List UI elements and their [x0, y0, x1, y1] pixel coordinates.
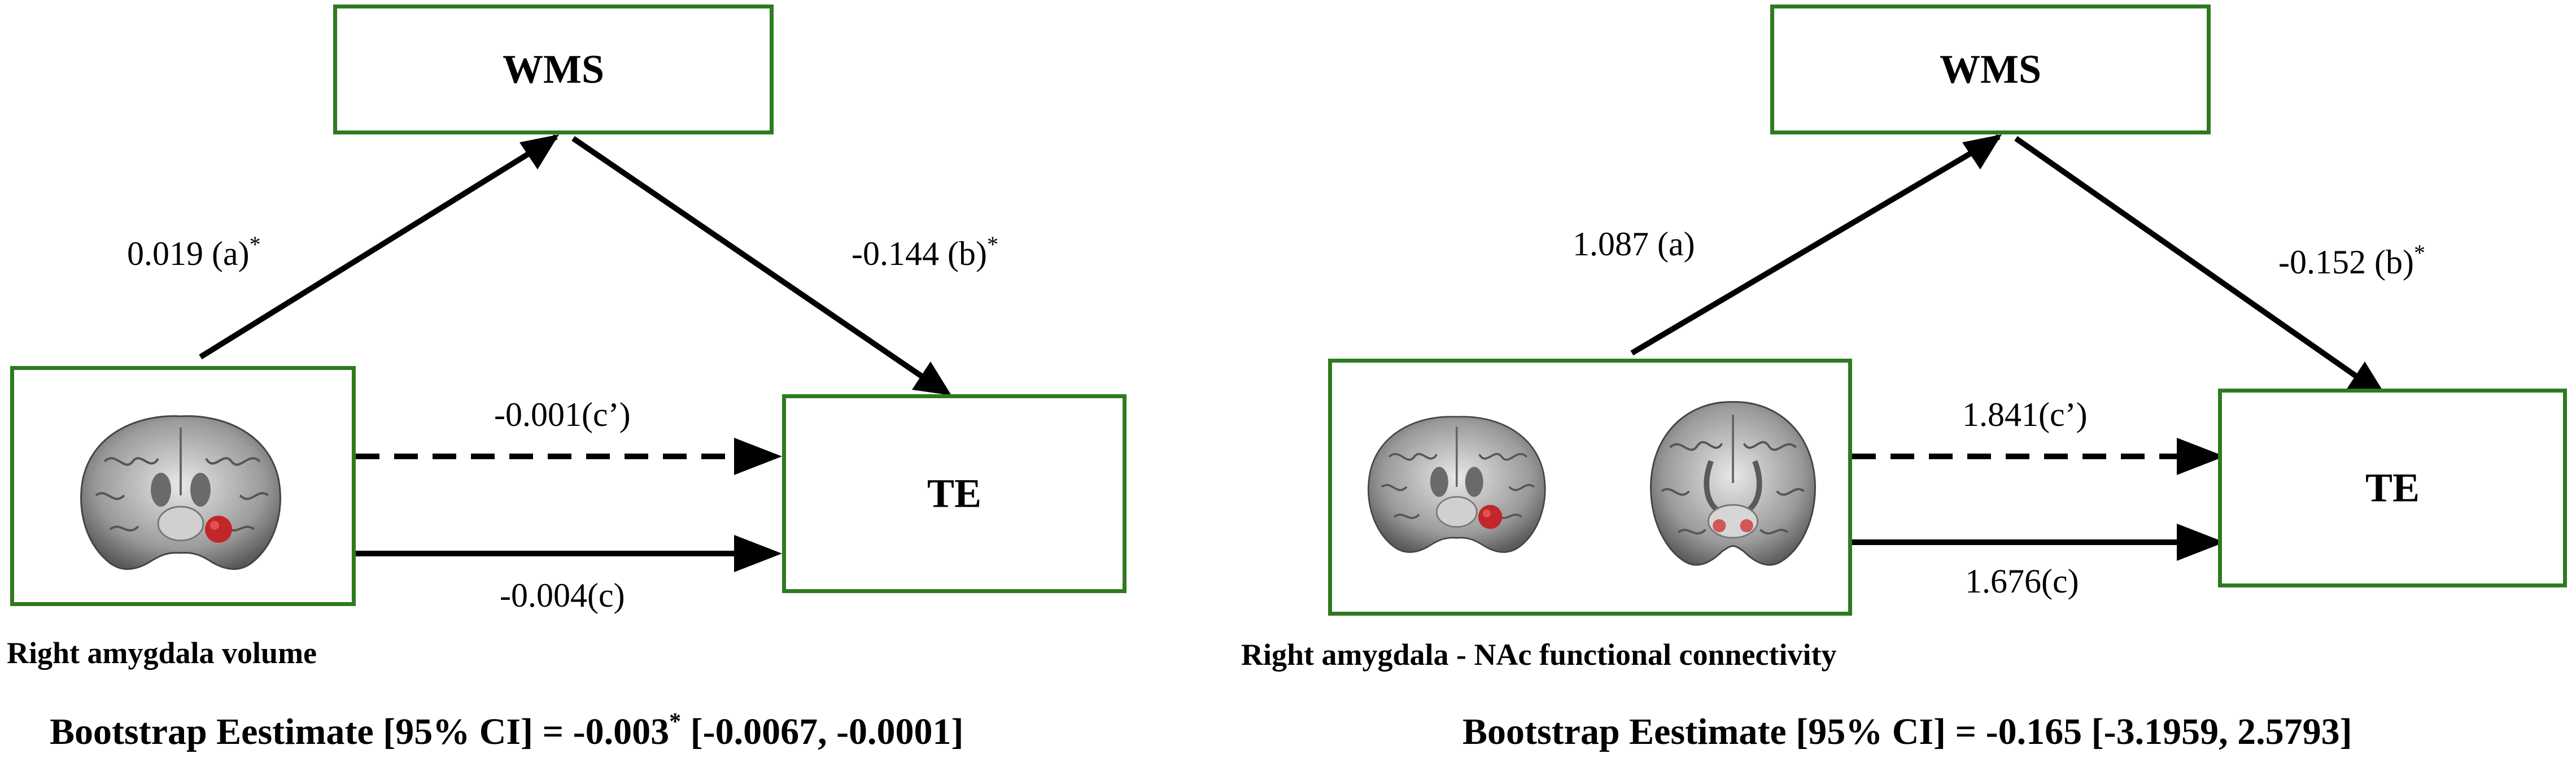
- left-outcome-label: TE: [927, 471, 982, 516]
- right-path-c-label: 1.676(c): [1965, 563, 2079, 600]
- right-path-b-significance: *: [2413, 240, 2425, 265]
- coronal-brain-slice-icon: [80, 415, 281, 570]
- right-path-b-value: -0.152 (b): [2278, 243, 2414, 281]
- right-path-b-arrow: [2014, 136, 2373, 390]
- left-path-a-significance: *: [249, 232, 261, 257]
- right-predictor-caption: Right amygdala - NAc functional connecti…: [1241, 638, 1837, 672]
- left-mediator-box: WMS: [333, 5, 774, 134]
- right-bootstrap-estimate: Bootstrap Eestimate [95% CI] = -0.165 [-…: [1462, 711, 2352, 752]
- coronal-brain-slice-icon: [1368, 416, 1546, 553]
- amygdala-roi-marker-icon: [205, 516, 232, 543]
- left-bootstrap-estimate: Bootstrap Eestimate [95% CI] = -0.003* […: [50, 709, 964, 752]
- right-path-c-prime-arrowhead: [2177, 438, 2225, 475]
- right-mediator-label: WMS: [1940, 46, 2041, 92]
- right-path-b-arrowhead: [2346, 361, 2386, 395]
- left-predictor-box: [10, 366, 356, 606]
- left-path-a-value: 0.019 (a): [127, 235, 250, 272]
- left-path-b-significance: *: [986, 232, 998, 257]
- left-path-a-arrowhead: [519, 134, 559, 169]
- coronal-brain-slice-icon: [1650, 401, 1816, 566]
- left-path-c-prime-label: -0.001(c’): [494, 396, 631, 433]
- left-path-b-arrowhead: [912, 361, 951, 395]
- right-path-c-arrowhead: [2177, 524, 2225, 561]
- right-outcome-box: TE: [2218, 389, 2567, 587]
- right-mediator-box: WMS: [1770, 5, 2211, 134]
- left-mediator-label: WMS: [503, 46, 604, 92]
- left-path-a-arrow: [199, 134, 558, 360]
- left-path-b-label: -0.144 (b)*: [852, 232, 998, 273]
- right-path-a-arrowhead: [1962, 134, 2002, 169]
- nac-roi-marker-icon: [1713, 519, 1726, 533]
- nac-roi-marker-icon: [1740, 519, 1753, 533]
- right-path-c-prime-label: 1.841(c’): [1962, 396, 2088, 433]
- right-path-a-label: 1.087 (a): [1573, 225, 1695, 263]
- right-predictor-box: [1328, 359, 1852, 616]
- left-path-c-arrowhead: [734, 535, 782, 572]
- right-outcome-label: TE: [2365, 465, 2420, 511]
- left-estimate-significance: *: [669, 709, 682, 735]
- left-predictor-caption: Right amygdala volume: [7, 636, 317, 670]
- left-path-b-value: -0.144 (b): [852, 235, 987, 272]
- right-path-b-label: -0.152 (b)*: [2278, 240, 2425, 282]
- left-path-a-label: 0.019 (a)*: [127, 232, 261, 273]
- left-path-c-prime-arrowhead: [734, 438, 782, 475]
- right-path-a-arrow: [1630, 134, 2001, 356]
- left-outcome-box: TE: [782, 394, 1127, 593]
- left-path-b-arrow: [571, 136, 939, 390]
- left-path-c-label: -0.004(c): [500, 577, 625, 614]
- amygdala-roi-marker-icon: [1478, 504, 1503, 529]
